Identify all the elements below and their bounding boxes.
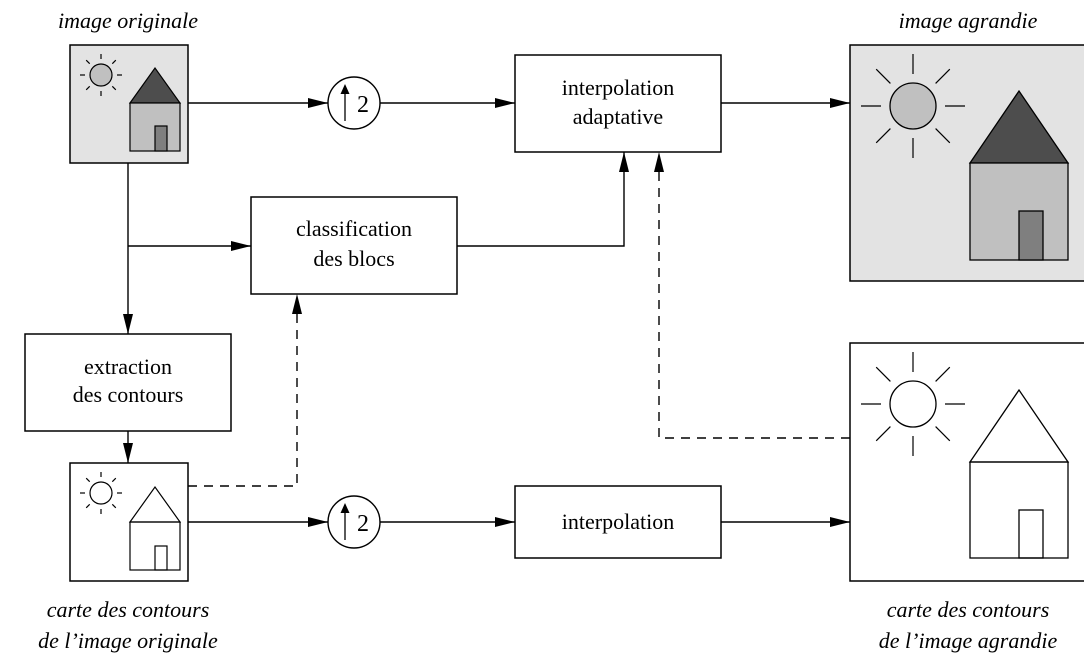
adaptive-interpolation-label-line1: interpolation: [562, 75, 674, 100]
up-arrow-icon: [340, 84, 350, 94]
dashed-connections: [188, 152, 850, 487]
sun-outline-icon: [861, 352, 965, 456]
sun-icon: [861, 54, 965, 158]
interpolation-block: interpolation: [514, 485, 722, 559]
up-arrow-icon: [340, 503, 350, 513]
edge-map-original-caption-line2: de l’image originale: [38, 628, 218, 653]
edge-map-enlarged-caption-line2: de l’image agrandie: [879, 628, 1058, 653]
adaptive-interpolation-label-line2: adaptative: [573, 104, 663, 129]
house-outline-icon: [968, 388, 1070, 559]
sun-icon: [80, 54, 122, 96]
house-icon: [968, 89, 1070, 261]
original-image: [69, 44, 189, 164]
edge-extraction-block: extraction des contours: [24, 333, 232, 432]
adaptive-interpolation-block: interpolation adaptative: [514, 54, 722, 153]
edge-extraction-label-line2: des contours: [73, 382, 184, 407]
edge-extraction-label-line1: extraction: [84, 354, 172, 379]
enlarged-image-label: image agrandie: [899, 8, 1038, 33]
house-icon: [128, 66, 182, 152]
original-image-label: image originale: [58, 8, 198, 33]
edge-map-enlarged: [849, 342, 1084, 582]
block-classification-label-line1: classification: [296, 216, 412, 241]
upsampler-bottom-factor: 2: [357, 511, 369, 537]
edge-map-original: [69, 462, 189, 582]
solid-connections: [123, 98, 850, 527]
edge-map-original-caption-line1: carte des contours: [47, 597, 210, 622]
upsampler-bottom: 2: [327, 495, 381, 549]
upsampler-top-factor: 2: [357, 92, 369, 118]
edge-map-enlarged-caption-line1: carte des contours: [887, 597, 1050, 622]
sun-outline-icon: [80, 472, 122, 514]
block-classification-label-line2: des blocs: [313, 246, 394, 271]
enlarged-image: [849, 44, 1084, 282]
upsampler-top: 2: [327, 76, 381, 130]
house-outline-icon: [128, 485, 182, 571]
block-classification-block: classification des blocs: [250, 196, 458, 295]
interpolation-label: interpolation: [562, 509, 674, 534]
